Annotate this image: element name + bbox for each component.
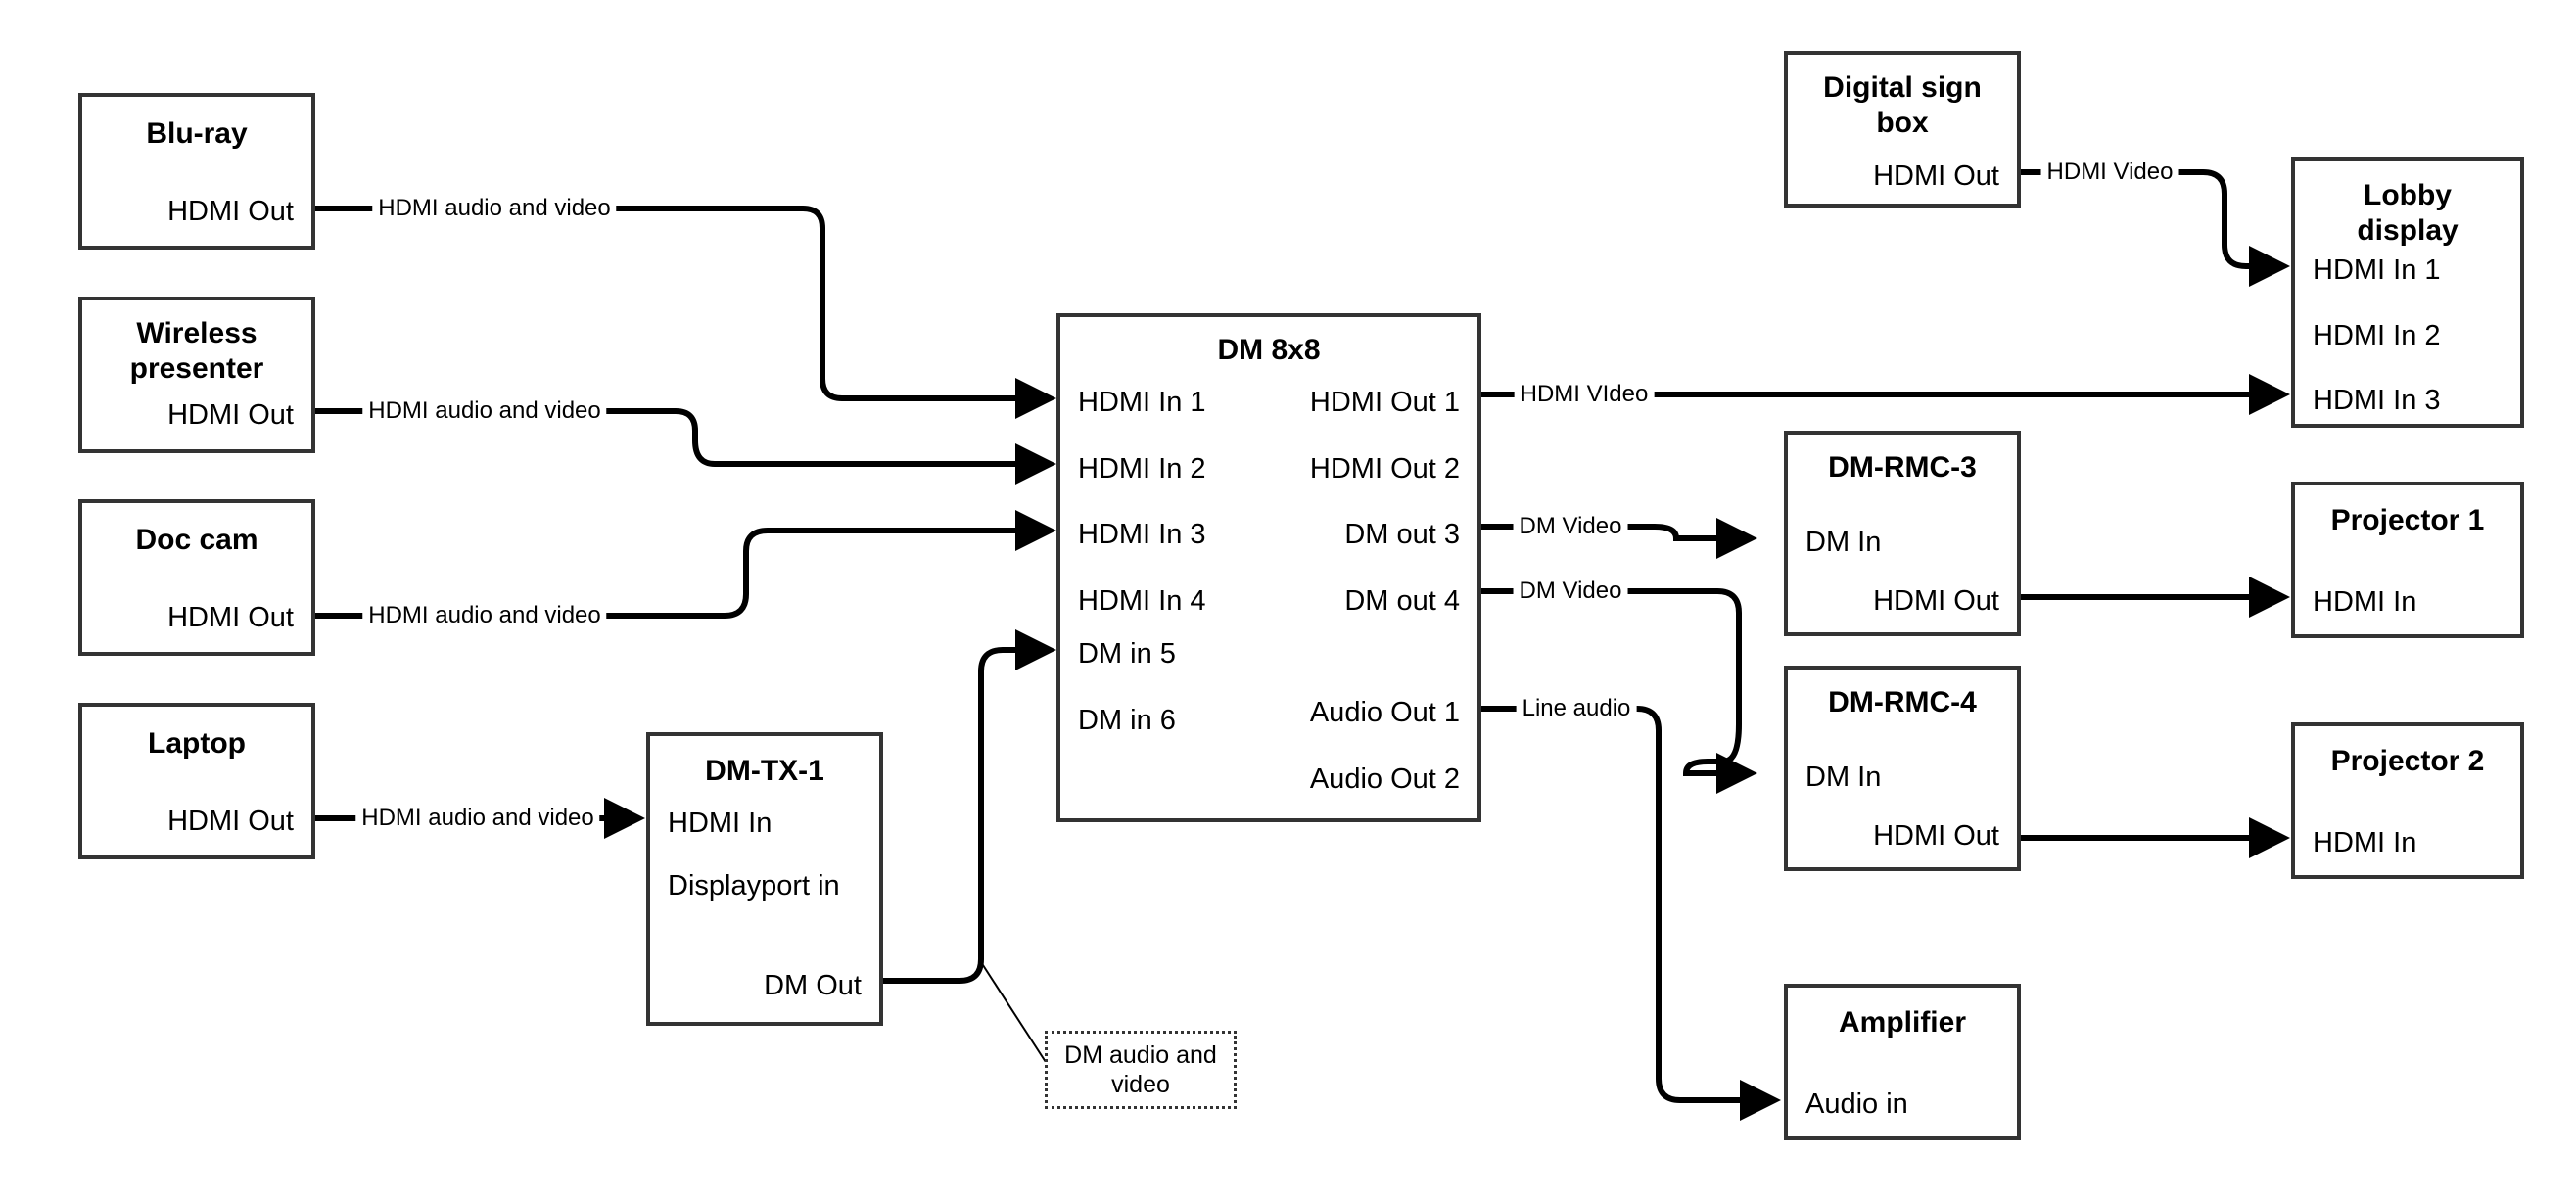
node-dm-8x8-input-dm-in-6[interactable]: DM in 6 — [1078, 705, 1176, 736]
node-dm-8x8-output-audio-out-1[interactable]: Audio Out 1 — [1309, 697, 1460, 728]
node-dm-tx-1-port-hdmi-in[interactable]: HDMI In — [668, 808, 773, 839]
node-doc-cam-port-hdmi-out[interactable]: HDMI Out — [167, 602, 294, 633]
node-dm-rmc-3-port-dm-in[interactable]: DM In — [1805, 527, 1882, 558]
node-dm-8x8-input-dm-in-5[interactable]: DM in 5 — [1078, 638, 1176, 670]
node-dm-tx-1-port-dm-out[interactable]: DM Out — [764, 970, 862, 1001]
node-amplifier-port-audio-in[interactable]: Audio in — [1805, 1088, 1908, 1120]
wire-audio-out-1-to-amplifier — [1481, 706, 1781, 1121]
node-dm-rmc-3-title: DM-RMC-3 — [1828, 451, 1977, 484]
node-dm-8x8-title: DM 8x8 — [1217, 334, 1321, 366]
node-bluray-title: Blu-ray — [146, 117, 248, 150]
node-dm-tx-1-port-displayport-in[interactable]: Displayport in — [668, 870, 840, 901]
node-dm-8x8-output-audio-out-2[interactable]: Audio Out 2 — [1309, 763, 1460, 795]
node-dm-rmc-4-port-hdmi-out[interactable]: HDMI Out — [1873, 820, 1999, 852]
node-bluray-port-hdmi-out[interactable]: HDMI Out — [167, 196, 294, 227]
node-lobby-display[interactable]: Lobby display HDMI In 1 HDMI In 2 HDMI I… — [2291, 157, 2524, 428]
wire-label-wireless-link: HDMI audio and video — [362, 397, 607, 425]
node-amplifier[interactable]: Amplifier Audio in — [1784, 984, 2021, 1140]
node-dm-tx-1[interactable]: DM-TX-1 HDMI In Displayport in DM Out — [646, 732, 883, 1026]
node-projector-1-title: Projector 1 — [2330, 504, 2485, 536]
wire-label-bluray-link: HDMI audio and video — [372, 195, 617, 222]
node-dm-8x8-input-hdmi-in-4[interactable]: HDMI In 4 — [1078, 585, 1206, 617]
node-dm-tx-1-title: DM-TX-1 — [705, 755, 824, 787]
node-projector-2[interactable]: Projector 2 HDMI In — [2291, 722, 2524, 879]
node-dm-8x8-output-dm-out-4[interactable]: DM out 4 — [1344, 585, 1460, 617]
wire-label-hdmi-video-out1: HDMI VIdeo — [1514, 381, 1655, 408]
node-dm-8x8-output-hdmi-out-2[interactable]: HDMI Out 2 — [1309, 453, 1460, 485]
node-wireless-presenter-title: Wireless presenter — [129, 317, 264, 385]
node-bluray[interactable]: Blu-ray HDMI Out — [78, 93, 315, 250]
node-dm-rmc-4-title: DM-RMC-4 — [1828, 686, 1977, 718]
node-digital-sign-box-title: Digital sign box — [1823, 71, 1982, 139]
node-dm-8x8-output-hdmi-out-1[interactable]: HDMI Out 1 — [1309, 387, 1460, 418]
node-lobby-display-port-hdmi-in-2[interactable]: HDMI In 2 — [2313, 320, 2441, 351]
wire-bluray-to-hdmi-in-1 — [315, 206, 1056, 419]
node-laptop-title: Laptop — [148, 727, 246, 760]
node-dm-8x8-output-dm-out-3[interactable]: DM out 3 — [1344, 519, 1460, 550]
node-dm-rmc-4-port-dm-in[interactable]: DM In — [1805, 762, 1882, 793]
wire-label-dm-video-out3: DM Video — [1513, 513, 1628, 540]
node-wireless-presenter[interactable]: Wireless presenter HDMI Out — [78, 297, 315, 453]
node-projector-1-port-hdmi-in[interactable]: HDMI In — [2313, 586, 2417, 618]
node-dm-rmc-3[interactable]: DM-RMC-3 DM In HDMI Out — [1784, 431, 2021, 636]
leader-line-dm-note — [980, 961, 1047, 1063]
wire-label-dm-video-out4: DM Video — [1513, 577, 1628, 605]
node-amplifier-title: Amplifier — [1838, 1006, 1967, 1039]
node-laptop[interactable]: Laptop HDMI Out — [78, 703, 315, 859]
wire-dm-out-4-to-rmc4 — [1481, 588, 1757, 794]
node-dm-rmc-3-port-hdmi-out[interactable]: HDMI Out — [1873, 585, 1999, 617]
node-lobby-display-port-hdmi-in-3[interactable]: HDMI In 3 — [2313, 385, 2441, 416]
wire-label-doccam-link: HDMI audio and video — [362, 602, 607, 629]
node-lobby-display-title: Lobby display — [2357, 179, 2459, 247]
node-projector-2-port-hdmi-in[interactable]: HDMI In — [2313, 827, 2417, 858]
node-projector-1[interactable]: Projector 1 HDMI In — [2291, 482, 2524, 638]
wire-label-line-audio: Line audio — [1516, 695, 1637, 722]
note-dm-audio-and-video: DM audio and video — [1045, 1031, 1237, 1109]
wire-label-sign-hdmi-video: HDMI Video — [2040, 159, 2179, 186]
node-digital-sign-box-port-hdmi-out[interactable]: HDMI Out — [1873, 161, 1999, 192]
node-dm-8x8-input-hdmi-in-3[interactable]: HDMI In 3 — [1078, 519, 1206, 550]
node-wireless-presenter-port-hdmi-out[interactable]: HDMI Out — [167, 399, 294, 431]
node-dm-rmc-4[interactable]: DM-RMC-4 DM In HDMI Out — [1784, 666, 2021, 871]
wire-sign-to-lobby-in-1 — [2021, 169, 2290, 287]
wire-label-laptop-link: HDMI audio and video — [355, 805, 600, 832]
node-laptop-port-hdmi-out[interactable]: HDMI Out — [167, 806, 294, 837]
node-digital-sign-box[interactable]: Digital sign box HDMI Out — [1784, 51, 2021, 208]
node-doc-cam[interactable]: Doc cam HDMI Out — [78, 499, 315, 656]
node-projector-2-title: Projector 2 — [2330, 745, 2485, 777]
wire-dmtx1-to-dm-in-5 — [883, 629, 1056, 984]
node-dm-8x8-input-hdmi-in-2[interactable]: HDMI In 2 — [1078, 453, 1206, 485]
node-dm-8x8[interactable]: DM 8x8 HDMI In 1 HDMI In 2 HDMI In 3 HDM… — [1056, 313, 1481, 822]
node-dm-8x8-input-hdmi-in-1[interactable]: HDMI In 1 — [1078, 387, 1206, 418]
node-doc-cam-title: Doc cam — [135, 524, 258, 556]
node-lobby-display-port-hdmi-in-1[interactable]: HDMI In 1 — [2313, 254, 2441, 286]
